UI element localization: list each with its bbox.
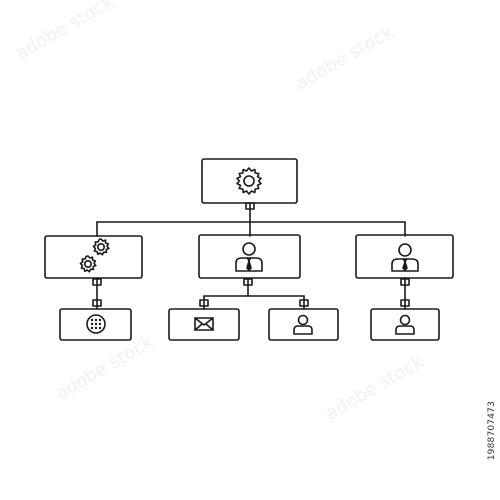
manager-icon [235,242,263,272]
leaf-node-dots [59,308,132,341]
root-node [201,158,298,204]
envelope-icon [194,317,214,331]
user-icon [293,314,313,335]
branch-node-gears [44,235,143,279]
leaf-node-user-center [268,308,339,341]
gears-icon [79,238,110,273]
leaf-node-user-right [370,308,440,341]
branch-node-manager-right [355,234,454,279]
branch-node-manager-center [198,234,301,279]
stock-image-id: 1988707473 [487,400,497,460]
manager-icon [391,243,419,272]
dotted-circle-icon [86,314,106,334]
connector-lines [92,202,410,310]
leaf-node-envelope [168,308,240,341]
gear-icon [236,167,262,195]
user-icon [395,314,415,335]
